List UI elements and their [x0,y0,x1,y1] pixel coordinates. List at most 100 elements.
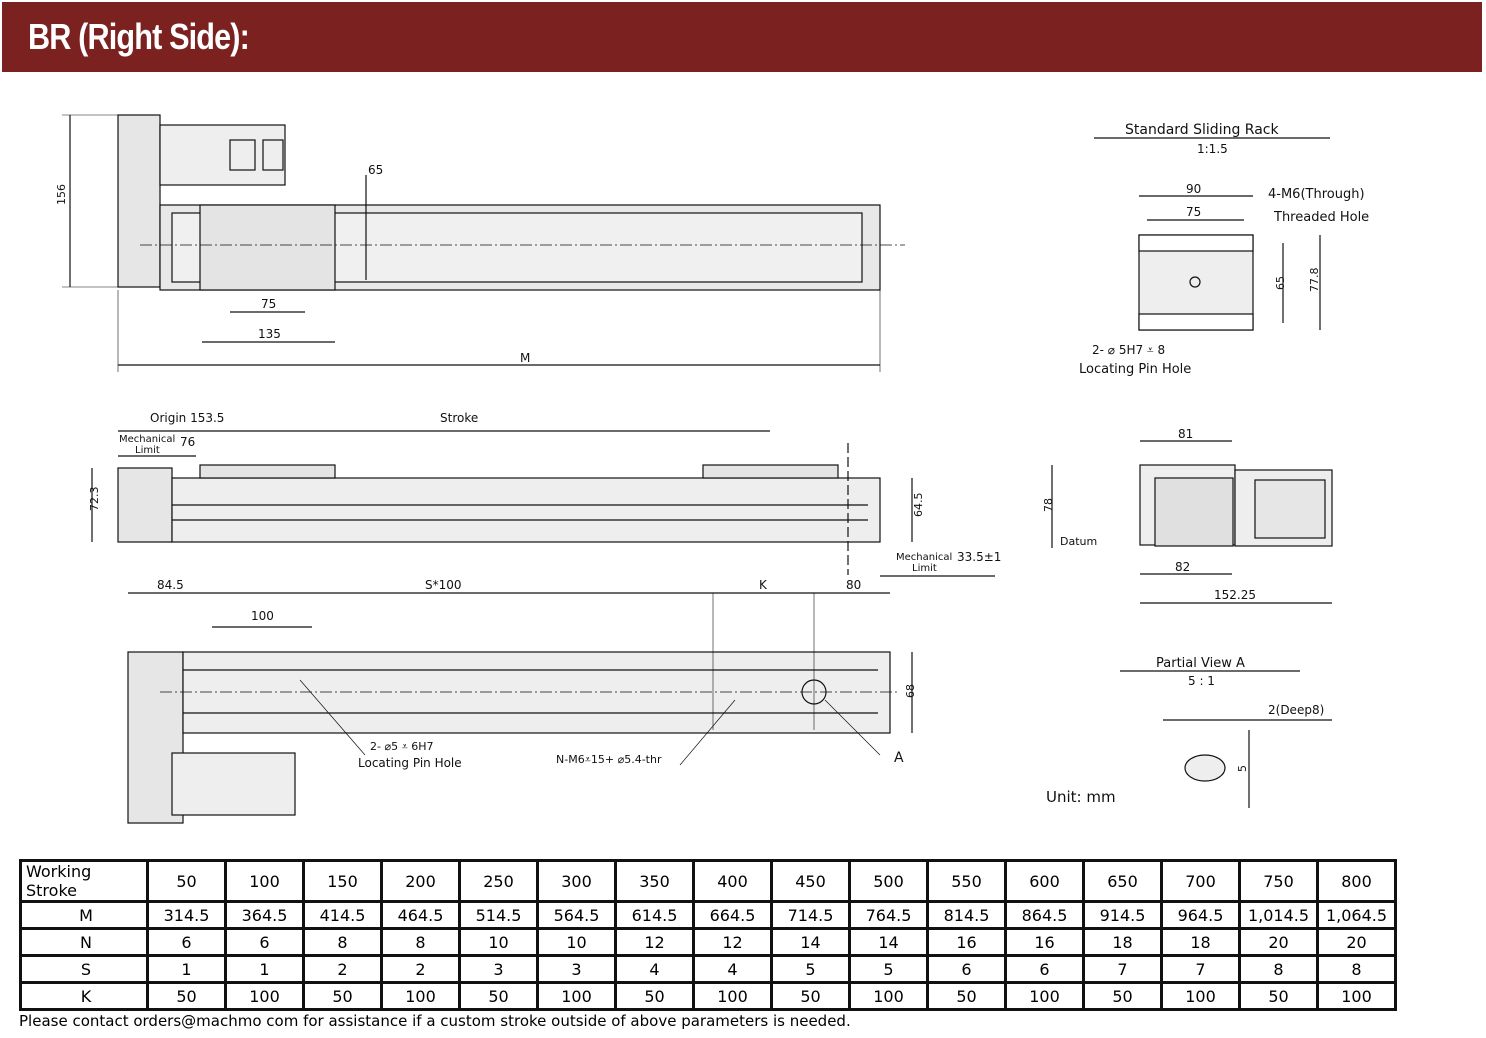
table-cell: 16 [1004,927,1085,957]
table-cell: 100 [224,981,305,1011]
table-cell: 4 [692,954,773,984]
dim-76: 76 [180,435,195,449]
table-cell: 14 [770,927,851,957]
row-header: N [19,927,149,957]
partial-view-scale: 5 : 1 [1188,674,1215,688]
table-cell: 10 [458,927,539,957]
dim-m: M [520,351,530,365]
table-cell: 564.5 [536,900,617,930]
table-cell: 50 [458,981,539,1011]
table-cell: 14 [848,927,929,957]
table-cell: 3 [536,954,617,984]
table-cell: 750 [1238,859,1319,903]
end-view: 81 78 Datum 82 152.25 [1042,427,1333,604]
dim-k: K [759,578,768,592]
partial-view-title: Partial View A [1156,656,1245,671]
table-cell: 550 [926,859,1007,903]
partial-view-a: Partial View A 5 : 1 2(Deep8) 5 [1120,656,1332,808]
dim-156: 156 [55,184,68,205]
table-cell: 50 [302,981,383,1011]
table-cell: 964.5 [1160,900,1241,930]
table-cell: 1 [224,954,305,984]
mech-limit-label: Mechanical [119,434,175,445]
table-cell: 6 [224,927,305,957]
deep-label: 2(Deep8) [1268,703,1324,717]
datum-label: Datum [1060,535,1097,548]
row-header: Working Stroke [19,859,149,903]
dim-65-rack: 65 [1274,276,1287,290]
row-header: K [19,981,149,1011]
table-cell: 12 [614,927,695,957]
sliding-rack-title: Standard Sliding Rack [1125,122,1279,138]
thread-spec: N-M6⩡15+ ⌀5.4-thr [556,753,662,766]
table-cell: 364.5 [224,900,305,930]
table-cell: 18 [1082,927,1163,957]
table-cell: 4 [614,954,695,984]
dim-100: 100 [251,609,274,623]
view-a-label: A [894,750,904,766]
limit-right-label: Limit [912,563,937,574]
table-cell: 100 [380,981,461,1011]
table-cell: 1,014.5 [1238,900,1319,930]
pin-hole-label: Locating Pin Hole [358,756,462,770]
table-cell: 2 [302,954,383,984]
table-cell: 3 [458,954,539,984]
dim-s100: S*100 [425,578,462,592]
table-cell: 12 [692,927,773,957]
table-cell: 914.5 [1082,900,1163,930]
table-cell: 50 [614,981,695,1011]
table-cell: 764.5 [848,900,929,930]
table-cell: 16 [926,927,1007,957]
table-cell: 18 [1160,927,1241,957]
row-header: S [19,954,149,984]
dim-80: 80 [846,578,861,592]
table-cell: 250 [458,859,539,903]
table-cell: 100 [1316,981,1397,1011]
table-cell: 100 [1160,981,1241,1011]
table-cell: 714.5 [770,900,851,930]
dim-68: 68 [904,684,917,698]
table-cell: 6 [146,927,227,957]
dim-82: 82 [1175,560,1190,574]
table-cell: 50 [146,859,227,903]
sliding-rack-scale: 1:1.5 [1197,142,1228,156]
rack-thread-label: Threaded Hole [1273,210,1369,225]
bottom-view: 84.5 S*100 K 80 100 68 2- ⌀5 ⩡ 6H7 Locat… [127,578,917,824]
table-cell: 50 [770,981,851,1011]
table-cell: 50 [1238,981,1319,1011]
footnote: Please contact orders@machmo com for ass… [19,1012,851,1030]
table-cell: 50 [1082,981,1163,1011]
table-cell: 100 [848,981,929,1011]
dim-5: 5 [1236,765,1249,772]
rack-thread-spec: 4-M6(Through) [1268,187,1365,202]
table-cell: 800 [1316,859,1397,903]
table-cell: 814.5 [926,900,1007,930]
top-view: 156 65 75 135 M [55,114,905,372]
table-cell: 150 [302,859,383,903]
table-cell: 8 [380,927,461,957]
table-cell: 100 [692,981,773,1011]
dim-75-rack: 75 [1186,205,1201,219]
table-cell: 664.5 [692,900,773,930]
table-cell: 5 [770,954,851,984]
table-cell: 414.5 [302,900,383,930]
page-title: BR (Right Side): [28,16,250,57]
dim-152-25: 152.25 [1214,588,1256,602]
table-cell: 6 [926,954,1007,984]
table-cell: 20 [1316,927,1397,957]
header-bar: BR (Right Side): [2,2,1482,72]
table-cell: 2 [380,954,461,984]
unit-label: Unit: mm [1046,788,1116,806]
row-header: M [19,900,149,930]
dim-65: 65 [368,163,383,177]
table-cell: 514.5 [458,900,539,930]
table-cell: 1,064.5 [1316,900,1397,930]
dim-33-5: 33.5±1 [957,550,1001,564]
dim-75: 75 [261,297,276,311]
mech-limit-right-label: Mechanical [896,552,952,563]
